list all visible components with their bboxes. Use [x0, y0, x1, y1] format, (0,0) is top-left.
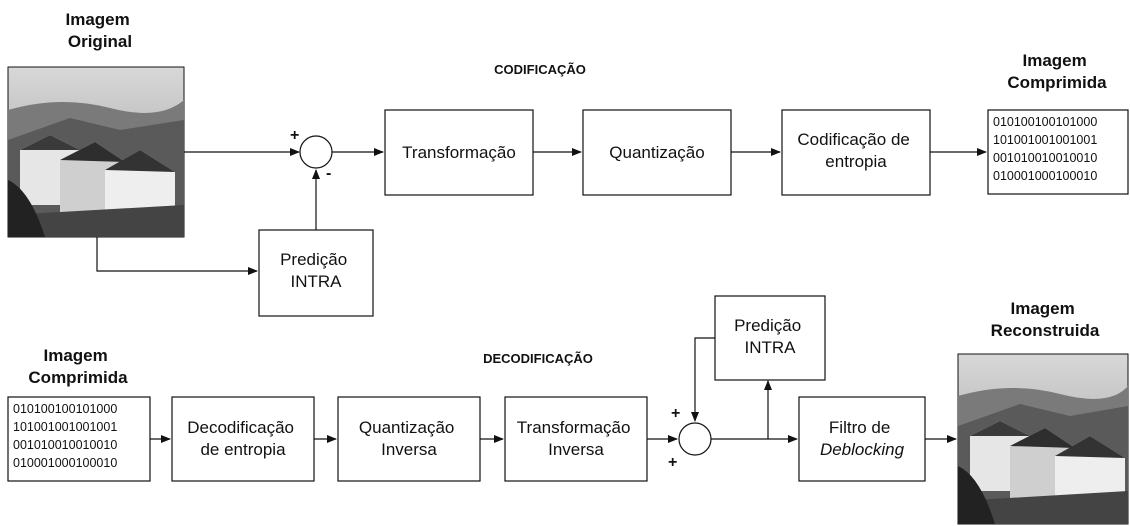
encoder-section: Imagem Original CODIFICAÇÃO + - [7, 10, 1129, 317]
decoding-section-title: DECODIFICAÇÃO [483, 351, 593, 366]
deblocking-filter-label: Filtro de Deblocking [820, 418, 905, 459]
original-image-label: Imagem Original [66, 10, 135, 51]
inverse-transform-label: Transformação Inversa [517, 418, 635, 459]
entropy-coding-block [781, 109, 931, 196]
deblocking-filter-block [798, 396, 926, 482]
quantization-block [582, 109, 732, 196]
decoder-section: Imagem Comprimida DECODIFICAÇÃO 01010010… [7, 295, 1129, 525]
decoder-compressed-image-label: Imagem Comprimida [28, 346, 128, 387]
transform-block [384, 109, 534, 196]
decoder-sum-junction [678, 422, 712, 456]
decoder-prediction-label: Predição INTRA [734, 316, 806, 357]
quantization-label: Quantização [609, 143, 704, 162]
decoder-bitstream: 010100100101000 101001001001001 00101001… [13, 402, 121, 470]
image-to-prediction-arrow [96, 237, 258, 275]
encoder-sum-plus: + [290, 127, 299, 144]
decoder-sum-plus-bottom: + [668, 454, 677, 471]
decoder-prediction-to-sum-arrow [691, 337, 715, 422]
compressed-image-label: Imagem Comprimida [1007, 51, 1107, 92]
encoder-sum-junction [299, 135, 333, 169]
entropy-decoding-label: Decodificação de entropia [187, 418, 299, 459]
entropy-decoding-block [171, 396, 315, 482]
encoder-bitstream: 010100100101000 101001001001001 00101001… [993, 115, 1101, 183]
original-image [7, 66, 185, 238]
encoder-prediction-block [258, 229, 374, 317]
reconstructed-image-label: Imagem Reconstruida [991, 299, 1100, 340]
decoder-sum-plus-top: + [671, 405, 680, 422]
reconstructed-image [957, 353, 1129, 525]
decoder-bitstream-box [7, 396, 151, 482]
inverse-quantization-block [337, 396, 481, 482]
encoder-prediction-label: Predição INTRA [280, 250, 352, 291]
encoding-section-title: CODIFICAÇÃO [494, 62, 586, 77]
inverse-transform-block [504, 396, 648, 482]
transform-label: Transformação [402, 143, 516, 162]
decoder-prediction-block [714, 295, 826, 381]
entropy-coding-label: Codificação de entropia [797, 130, 914, 171]
encoder-bitstream-box [987, 109, 1129, 195]
inverse-quantization-label: Quantização Inversa [359, 418, 459, 459]
encoder-sum-minus: - [326, 165, 331, 182]
